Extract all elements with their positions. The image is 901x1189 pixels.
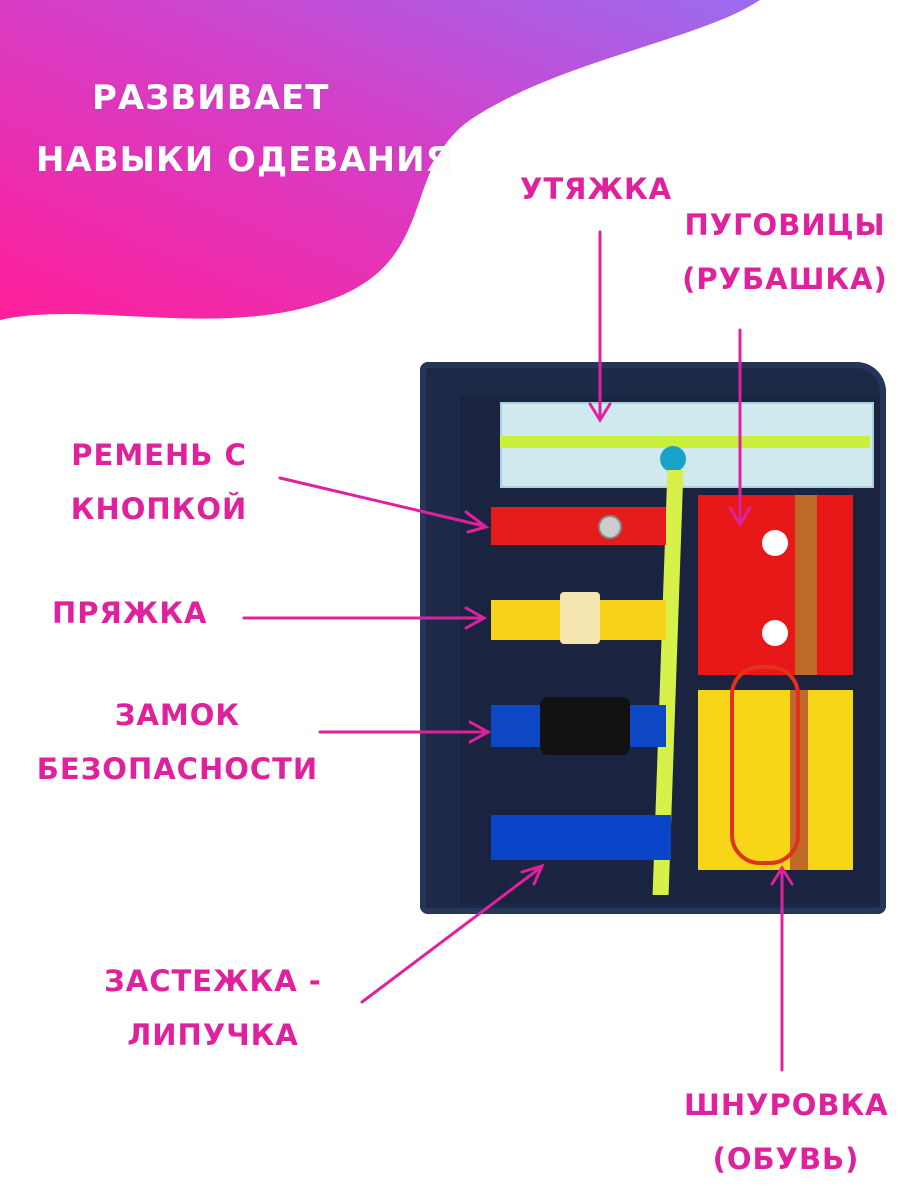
belt-strap [491,507,666,545]
buckle-icon [560,592,600,644]
button-icon [762,530,788,556]
label-lock: ЗАМОК БЕЗОПАСНОСТИ [30,688,325,796]
gradient-blob [0,0,760,320]
label-lacing-line-1: ШНУРОВКА [684,1088,889,1122]
label-lacing: ШНУРОВКА (ОБУВЬ) [684,1078,888,1186]
shirt-placket [795,495,817,675]
button-icon [762,620,788,646]
headline-line-1: РАЗВИВАЕТ [92,78,330,118]
label-belt-line-2: КНОПКОЙ [70,492,248,526]
label-velcro-line-1: ЗАСТЕЖКА - [104,964,322,998]
label-buckle: ПРЯЖКА [52,596,208,630]
label-lock-line-2: БЕЗОПАСНОСТИ [36,752,319,786]
toggle-icon [660,446,686,472]
label-velcro: ЗАСТЕЖКА - ЛИПУЧКА [98,954,328,1062]
label-lock-line-1: ЗАМОК [114,698,241,732]
shoelace [730,665,800,865]
label-buttons-line-1: ПУГОВИЦЫ [684,208,886,242]
label-buttons: ПУГОВИЦЫ (РУБАШКА) [682,198,888,306]
pull-cord-band [500,436,870,448]
velcro-strap [491,815,671,860]
label-buttons-line-2: (РУБАШКА) [682,262,888,296]
headline-line-2: НАВЫКИ ОДЕВАНИЯ [36,140,453,180]
label-pull: УТЯЖКА [520,172,673,206]
label-velcro-line-2: ЛИПУЧКА [127,1018,299,1052]
label-belt: РЕМЕНЬ С КНОПКОЙ [64,428,254,536]
snap-button-icon [598,515,622,539]
label-belt-line-1: РЕМЕНЬ С [71,438,247,472]
label-lacing-line-2: (ОБУВЬ) [712,1142,860,1176]
safety-lock-icon [540,697,630,755]
